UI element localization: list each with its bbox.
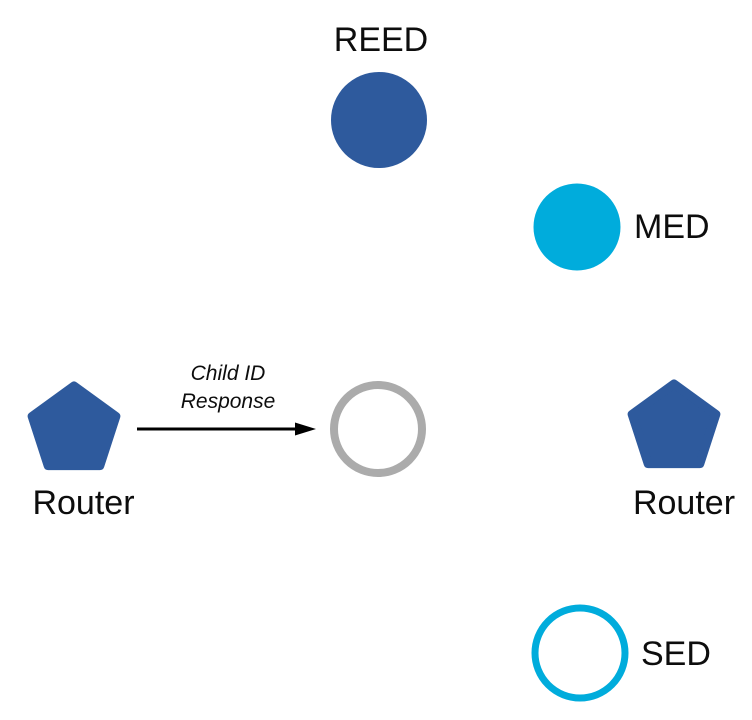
child-id-response-label-line1: Child ID	[190, 362, 266, 385]
router-right-pentagon-icon	[627, 379, 721, 469]
joining-device-outline-circle	[330, 381, 426, 477]
child-id-response-arrow-icon	[137, 422, 316, 436]
med-node-circle-icon	[533, 183, 621, 271]
child-id-response-label: Child ID Response	[153, 360, 303, 416]
router-left-pentagon	[27, 381, 121, 471]
med-filled-circle	[533, 183, 621, 271]
router-left-pentagon-icon	[27, 381, 121, 471]
child-id-response-label-line2: Response	[180, 390, 276, 413]
reed-filled-circle	[331, 72, 427, 168]
arrow-head	[295, 422, 316, 436]
sed-node-circle-icon	[531, 604, 629, 702]
reed-node-label: REED	[333, 21, 429, 59]
router-left-node-label: Router	[32, 484, 135, 522]
sed-outline-circle	[531, 604, 629, 702]
sed-node-label: SED	[641, 635, 711, 673]
joining-device-circle-icon	[330, 381, 426, 477]
router-right-pentagon	[627, 379, 721, 469]
med-node-label: MED	[634, 208, 710, 246]
router-right-node-label: Router	[632, 484, 736, 522]
reed-node-circle-icon	[331, 72, 427, 168]
